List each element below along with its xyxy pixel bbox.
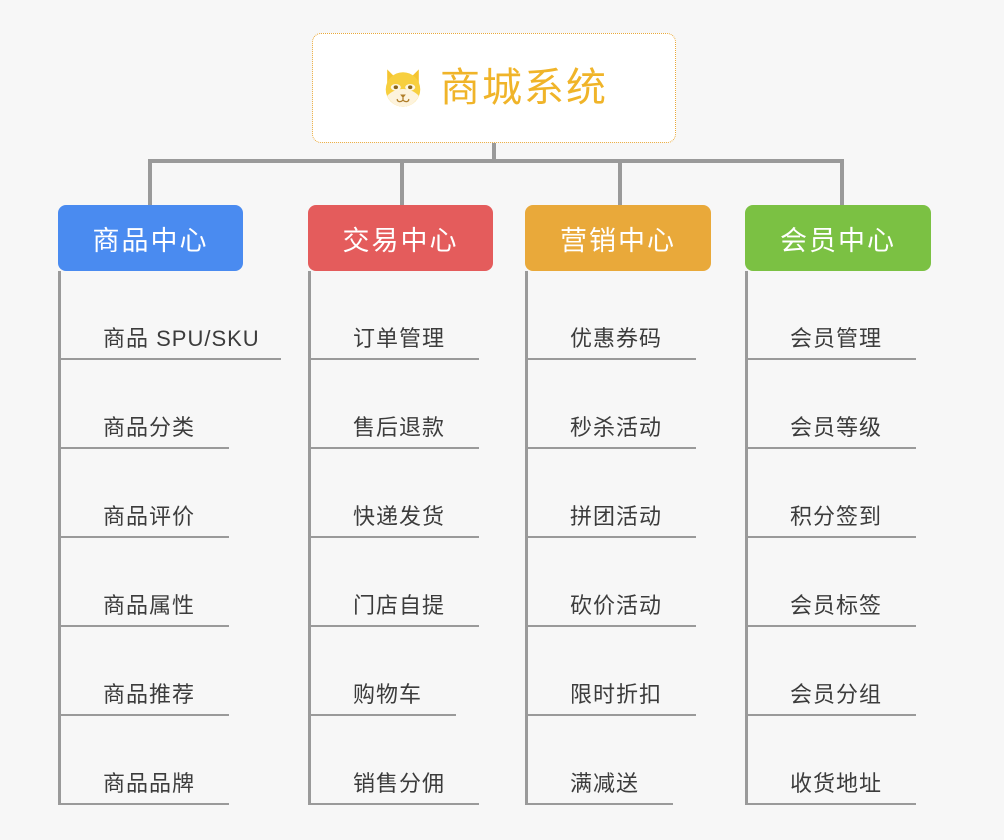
- category-header-4[interactable]: 会员中心: [745, 205, 931, 271]
- leaf-item[interactable]: 门店自提: [311, 538, 493, 627]
- connector-root-stem: [492, 143, 496, 162]
- leaf-item[interactable]: 积分签到: [748, 449, 931, 538]
- leaf-underline: [528, 536, 696, 538]
- leaf-item[interactable]: 快递发货: [311, 449, 493, 538]
- leaf-item[interactable]: 秒杀活动: [528, 360, 711, 449]
- category-header-1-label: 商品中心: [92, 225, 209, 256]
- branch-column-1: 商品中心 商品 SPU/SKU 商品分类 商品评价 商品属性 商品推荐: [58, 205, 281, 805]
- leaf-underline: [61, 625, 229, 627]
- leaf-underline: [748, 803, 916, 805]
- leaf-label: 售后退款: [353, 415, 446, 440]
- leaf-underline: [311, 358, 479, 360]
- leaf-underline: [311, 714, 456, 716]
- leaf-label: 会员等级: [790, 415, 883, 440]
- leaf-underline: [61, 358, 281, 360]
- leaf-label: 拼团活动: [570, 504, 663, 529]
- leaf-label: 秒杀活动: [570, 415, 663, 440]
- leaf-label: 会员标签: [790, 593, 883, 618]
- leaf-label: 商品推荐: [103, 682, 196, 707]
- leaf-item[interactable]: 订单管理: [311, 271, 493, 360]
- leaf-underline: [528, 447, 696, 449]
- leaf-item[interactable]: 会员分组: [748, 627, 931, 716]
- connector-drop-1: [148, 159, 152, 207]
- root-title: 商城系统: [440, 66, 608, 110]
- connector-drop-3: [618, 159, 622, 207]
- leaf-underline: [311, 625, 479, 627]
- branch-column-2: 交易中心 订单管理 售后退款 快递发货 门店自提 购物车: [308, 205, 493, 805]
- leaf-list-1: 商品 SPU/SKU 商品分类 商品评价 商品属性 商品推荐 商品品牌: [58, 271, 281, 805]
- leaf-label: 订单管理: [353, 326, 446, 351]
- leaf-item[interactable]: 销售分佣: [311, 716, 493, 805]
- leaf-item[interactable]: 收货地址: [748, 716, 931, 805]
- leaf-label: 满减送: [570, 771, 640, 796]
- leaf-item[interactable]: 砍价活动: [528, 538, 711, 627]
- leaf-label: 积分签到: [790, 504, 883, 529]
- branch-column-3: 营销中心 优惠券码 秒杀活动 拼团活动 砍价活动 限时折扣: [525, 205, 711, 805]
- leaf-item[interactable]: 会员标签: [748, 538, 931, 627]
- leaf-underline: [61, 714, 229, 716]
- leaf-label: 会员管理: [790, 326, 883, 351]
- category-header-2[interactable]: 交易中心: [308, 205, 493, 271]
- leaf-underline: [528, 803, 673, 805]
- leaf-underline: [748, 714, 916, 716]
- leaf-underline: [748, 447, 916, 449]
- leaf-label: 购物车: [353, 682, 423, 707]
- leaf-label: 商品 SPU/SKU: [103, 326, 260, 351]
- leaf-label: 限时折扣: [570, 682, 663, 707]
- leaf-underline: [311, 536, 479, 538]
- leaf-label: 商品评价: [103, 504, 196, 529]
- leaf-underline: [311, 447, 479, 449]
- leaf-underline: [528, 625, 696, 627]
- leaf-label: 会员分组: [790, 682, 883, 707]
- connector-drop-2: [400, 159, 404, 207]
- leaf-item[interactable]: 商品分类: [61, 360, 260, 449]
- leaf-item[interactable]: 拼团活动: [528, 449, 711, 538]
- category-header-3-label: 营销中心: [560, 225, 676, 256]
- leaf-item[interactable]: 优惠券码: [528, 271, 711, 360]
- leaf-list-3: 优惠券码 秒杀活动 拼团活动 砍价活动 限时折扣 满减送: [525, 271, 711, 805]
- leaf-item[interactable]: 限时折扣: [528, 627, 711, 716]
- leaf-label: 门店自提: [353, 593, 446, 618]
- leaf-label: 砍价活动: [570, 593, 663, 618]
- leaf-label: 收货地址: [790, 771, 883, 796]
- leaf-underline: [528, 358, 696, 360]
- leaf-item[interactable]: 商品品牌: [61, 716, 260, 805]
- category-header-4-label: 会员中心: [780, 225, 896, 256]
- leaf-label: 商品属性: [103, 593, 196, 618]
- leaf-underline: [61, 536, 229, 538]
- leaf-list-4: 会员管理 会员等级 积分签到 会员标签 会员分组 收货地址: [745, 271, 931, 805]
- leaf-label: 销售分佣: [353, 771, 446, 796]
- leaf-underline: [748, 625, 916, 627]
- leaf-item[interactable]: 售后退款: [311, 360, 493, 449]
- category-header-2-label: 交易中心: [342, 225, 459, 256]
- leaf-underline: [311, 803, 479, 805]
- leaf-item[interactable]: 会员等级: [748, 360, 931, 449]
- shiba-dog-emoji-icon: [385, 69, 421, 107]
- leaf-item[interactable]: 商品推荐: [61, 627, 260, 716]
- leaf-label: 快递发货: [353, 504, 446, 529]
- leaf-underline: [748, 536, 916, 538]
- leaf-item[interactable]: 会员管理: [748, 271, 931, 360]
- root-node[interactable]: 商城系统: [312, 33, 676, 143]
- leaf-underline: [528, 714, 696, 716]
- leaf-label: 商品品牌: [103, 771, 196, 796]
- branch-column-4: 会员中心 会员管理 会员等级 积分签到 会员标签 会员分组: [745, 205, 931, 805]
- leaf-item[interactable]: 商品属性: [61, 538, 260, 627]
- category-header-3[interactable]: 营销中心: [525, 205, 711, 271]
- leaf-underline: [748, 358, 916, 360]
- leaf-list-2: 订单管理 售后退款 快递发货 门店自提 购物车 销售分佣: [308, 271, 493, 805]
- leaf-item[interactable]: 商品 SPU/SKU: [61, 271, 281, 360]
- leaf-item[interactable]: 满减送: [528, 716, 711, 805]
- leaf-underline: [61, 803, 229, 805]
- leaf-item[interactable]: 商品评价: [61, 449, 260, 538]
- category-header-1[interactable]: 商品中心: [58, 205, 243, 271]
- leaf-underline: [61, 447, 229, 449]
- connector-horizontal-bus: [148, 159, 844, 163]
- leaf-label: 优惠券码: [570, 326, 663, 351]
- connector-drop-4: [840, 159, 844, 207]
- leaf-item[interactable]: 购物车: [311, 627, 493, 716]
- leaf-label: 商品分类: [103, 415, 196, 440]
